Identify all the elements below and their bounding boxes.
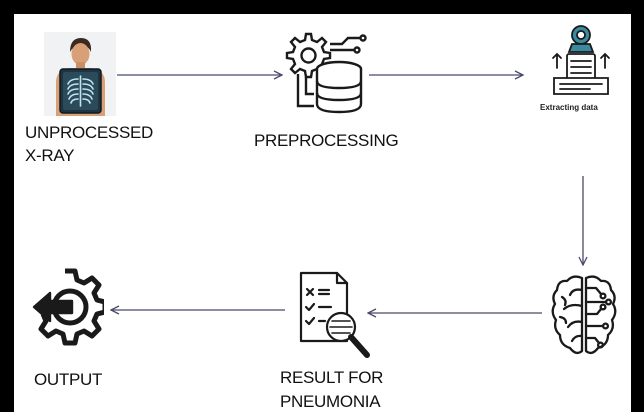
xray-patient-icon [44, 32, 116, 116]
output-gear-arrow-icon [32, 267, 104, 347]
xray-label-line1: UNPROCESSED [25, 123, 154, 142]
extracting-data-icon [550, 22, 612, 100]
preprocessing-icon [284, 24, 370, 114]
result-label-line1: RESULT FOR [280, 368, 384, 387]
xray-label-line2: X-RAY [25, 146, 75, 165]
result-label-line2: PNEUMONIA [280, 392, 381, 411]
output-label: OUTPUT [34, 370, 103, 389]
diagram-canvas: UNPROCESSED X-RAY [14, 14, 631, 412]
result-clipboard-icon [295, 269, 375, 361]
extracting-data-label: Extracting data [540, 103, 598, 112]
brain-icon [551, 272, 617, 360]
preprocessing-label: PREPROCESSING [254, 131, 399, 150]
flow-arrows [14, 14, 631, 412]
